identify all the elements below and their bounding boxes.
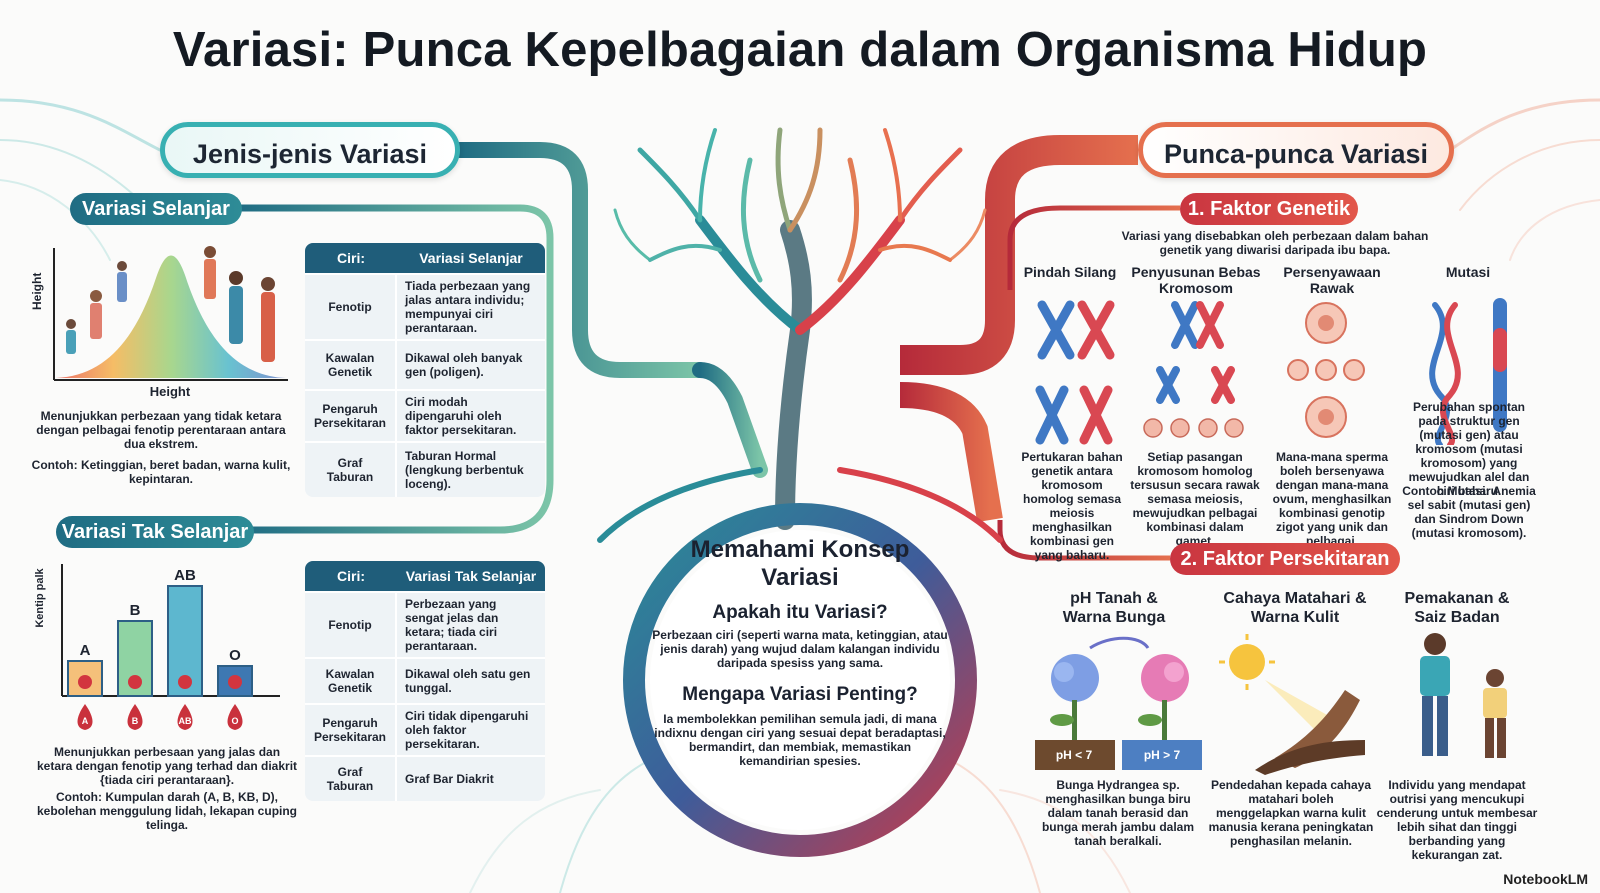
- genetic-factor-label: 1. Faktor Genetik: [1180, 193, 1358, 225]
- sunlight-skin-illustration: [1219, 634, 1365, 775]
- independent-assortment-title: Penyusunan Bebas Kromosom: [1131, 264, 1261, 296]
- soil-ph-desc: Bunga Hydrangea sp. menghasilkan bunga b…: [1041, 778, 1195, 848]
- nutrition-title: Pemakanan & Saiz Badan: [1404, 590, 1510, 626]
- blood-drop-label: O: [231, 716, 238, 726]
- types-of-variation-header: Jenis-jenis Variasi: [160, 122, 460, 178]
- nutrition-illustration: [1420, 633, 1507, 758]
- blood-cell-icon: [228, 675, 242, 689]
- crossing-over-title: Pindah Silang: [1023, 264, 1117, 280]
- nutrition-desc: Individu yang mendapat outrisi yang menc…: [1376, 778, 1538, 862]
- continuous-variation-label: Variasi Selanjar: [70, 193, 242, 225]
- soil-ph-title: pH Tanah & Warna Bunga: [1062, 590, 1166, 626]
- what-is-variation-text: Perbezaan ciri (seperti warna mata, keti…: [652, 628, 948, 670]
- table-cell-value: Perbezaan yang sengat jelas dan ketara; …: [397, 591, 545, 657]
- blood-drop-label: AB: [179, 716, 192, 726]
- blood-drop-icon: [127, 704, 143, 730]
- ph-high-label: pH > 7: [1143, 748, 1181, 762]
- hydrangea-illustration: [1035, 636, 1202, 770]
- random-fertilisation-desc: Mana-mana sperma boleh bersenyawa dengan…: [1272, 450, 1392, 548]
- blood-drop-label: A: [82, 716, 89, 726]
- crossing-over-desc: Pertukaran bahan genetik antara kromosom…: [1021, 450, 1123, 562]
- table-cell-value: Dikawal oleh satu gen tunggal.: [397, 657, 545, 703]
- mutation-title: Mutasi: [1445, 264, 1491, 280]
- table-cell-value: Ciri modah dipengaruhi oleh faktor perse…: [397, 389, 545, 441]
- table-head-title: Variasi Selanjar: [397, 243, 545, 273]
- continuous-example: Contoh: Ketinggian, beret badan, warna k…: [31, 458, 291, 486]
- brand-label: NotebookLM: [1503, 871, 1588, 887]
- bar-label: B: [130, 602, 141, 619]
- discontinuous-variation-label: Variasi Tak Selanjar: [56, 516, 254, 548]
- chromosome-icon: [1035, 300, 1115, 445]
- bar-a: [67, 660, 103, 697]
- table-cell-key: Kawalan Genetik: [305, 339, 397, 389]
- bar-y-axis-label: Kentip palk: [34, 568, 46, 628]
- y-axis-label: Height: [30, 272, 44, 310]
- environmental-factor-label: 2. Faktor Persekitaran: [1170, 543, 1400, 575]
- what-is-variation-heading: Apakah itu Variasi?: [712, 602, 888, 623]
- blood-drop-label: B: [132, 716, 139, 726]
- center-title: Memahami Konsep Variasi: [690, 536, 910, 591]
- page-title: Variasi: Punca Kepelbagaian dalam Organi…: [172, 23, 1428, 77]
- blood-drop-icon: [177, 704, 193, 730]
- table-cell-key: Pengaruh Persekitaran: [305, 389, 397, 441]
- continuous-bell-chart: [53, 246, 288, 381]
- table-head-title: Variasi Tak Selanjar: [397, 561, 545, 591]
- table-cell-key: Kawalan Genetik: [305, 657, 397, 703]
- table-head-ciri: Ciri:: [305, 243, 397, 273]
- random-fertilisation-title: Persenyawaan Rawak: [1283, 264, 1381, 296]
- independent-assortment-desc: Setiap pasangan kromosom homolog tersusu…: [1130, 450, 1260, 548]
- bar-label: A: [80, 642, 91, 659]
- table-cell-value: Graf Bar Diakrit: [397, 755, 545, 801]
- discontinuous-example: Contoh: Kumpulan darah (A, B, KB, D), ke…: [36, 790, 298, 832]
- bar-label: AB: [174, 567, 196, 584]
- blood-drop-icon: [227, 704, 243, 730]
- sunlight-title: Cahaya Matahari & Warna Kulit: [1223, 590, 1367, 626]
- people-icons: [66, 246, 275, 362]
- table-cell-key: Fenotip: [305, 273, 397, 339]
- table-cell-key: Graf Taburan: [305, 755, 397, 801]
- ph-low-label: pH < 7: [1055, 748, 1093, 762]
- sunlight-desc: Pendedahan kepada cahaya matahari boleh …: [1208, 778, 1374, 848]
- why-variation-important-heading: Mengapa Variasi Penting?: [682, 684, 918, 705]
- blood-cell-icon: [128, 675, 142, 689]
- why-variation-important-text: Ia membolekkan pemilihan semula jadi, di…: [654, 712, 946, 768]
- discontinuous-description: Menunjukkan perbesaan yang jalas dan ket…: [36, 745, 298, 787]
- causes-of-variation-header: Punca-punca Variasi: [1138, 122, 1454, 178]
- blood-cell-icon: [78, 675, 92, 689]
- table-cell-key: Pengaruh Persekitaran: [305, 703, 397, 755]
- table-cell-value: Tiada perbezaan yang jalas antara indivi…: [397, 273, 545, 339]
- blood-drop-icon: [77, 704, 93, 730]
- bar-label: O: [229, 647, 241, 664]
- mutation-example: Contoh Mutasi: Anemia sel sabit (mutasi …: [1402, 484, 1536, 540]
- x-axis-label: Height: [149, 384, 191, 399]
- mutation-desc: Perubahan spontan pada struktur gen (mut…: [1408, 400, 1530, 498]
- table-head-ciri: Ciri:: [305, 561, 397, 591]
- genetic-intro: Variasi yang disebabkan oleh perbezaan d…: [1121, 229, 1429, 257]
- blood-cell-icon: [178, 675, 192, 689]
- table-cell-value: Ciri tidak dipengaruhi oleh faktor perse…: [397, 703, 545, 755]
- genetic-diagrams: [1035, 298, 1507, 445]
- table-cell-value: Dikawal oleh banyak gen (poligen).: [397, 339, 545, 389]
- table-cell-value: Taburan Hormal (lengkung berbentuk locen…: [397, 441, 545, 497]
- continuous-description: Menunjukkan perbezaan yang tidak ketara …: [36, 409, 286, 451]
- table-cell-key: Graf Taburan: [305, 441, 397, 497]
- table-cell-key: Fenotip: [305, 591, 397, 657]
